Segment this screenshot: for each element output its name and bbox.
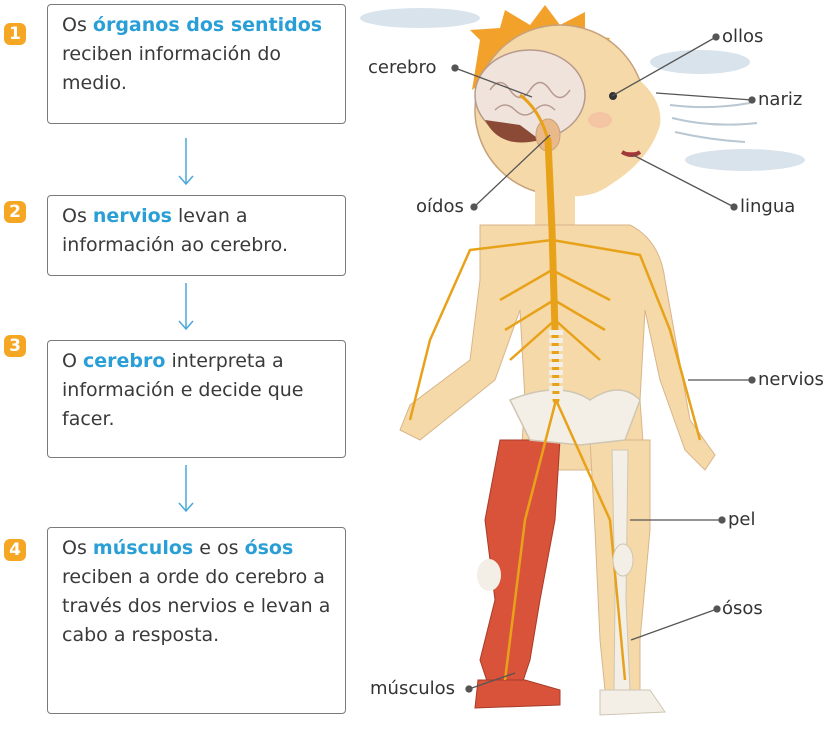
callout-dot (713, 605, 721, 613)
bone-foot (599, 689, 666, 716)
nerves (408, 238, 702, 681)
label-cerebro: cerebro (368, 57, 437, 78)
cloud (650, 50, 750, 74)
callout-dot (465, 685, 473, 693)
callout-line (630, 608, 718, 641)
step-number-badge: 2 (4, 201, 26, 223)
step-number-badge: 1 (4, 23, 26, 45)
step-box: O cerebro interpreta a información e dec… (47, 340, 346, 458)
knee-bone (477, 559, 501, 591)
down-arrow-icon (178, 465, 194, 513)
pelvis (508, 389, 641, 446)
step-text: interpreta a información e decide que fa… (62, 350, 304, 430)
face (560, 60, 661, 197)
callout-line (468, 672, 516, 690)
callout-line (473, 134, 551, 208)
label-nervios: nervios (758, 369, 824, 390)
down-arrow-icon (178, 283, 194, 331)
label-ollos: ollos (722, 26, 764, 47)
callout-line (632, 154, 735, 208)
label-musculos: músculos (370, 678, 456, 699)
step-box: Os nervios levan a información ao cerebr… (47, 195, 346, 276)
knee-bone (612, 543, 634, 577)
callout-dot (470, 203, 478, 211)
cheek (588, 112, 612, 128)
callout-dot (718, 516, 726, 524)
step-box: Os órganos dos sentidos reciben informac… (47, 4, 346, 124)
mouth (620, 150, 642, 157)
neck (535, 185, 575, 225)
step-text: Os (62, 537, 93, 559)
callout-dot (748, 96, 756, 104)
brain-folds (489, 81, 571, 116)
down-arrow-icon (178, 138, 194, 186)
step-text: O (62, 350, 83, 372)
step-highlight: nervios (92, 205, 172, 227)
step-text: Os (62, 14, 93, 36)
brain-nerve (519, 93, 550, 141)
step-number-badge: 3 (4, 335, 26, 357)
label-osos: ósos (722, 598, 763, 619)
step-text: levan a información ao cerebro. (62, 205, 289, 256)
cloud (360, 8, 480, 28)
callout-line (611, 36, 717, 97)
human-body-illustration (360, 5, 805, 716)
step-number-badge: 4 (4, 539, 26, 561)
step-text: reciben información do medio. (62, 43, 282, 94)
step-highlight: ósos (244, 537, 294, 559)
label-pel: pel (728, 509, 756, 530)
step-text: Os (62, 205, 93, 227)
cerebellum (485, 120, 540, 143)
step-text: reciben a orde do cerebro a través dos n… (62, 566, 331, 646)
callout-dot (748, 376, 756, 384)
step-text: e os (193, 537, 245, 559)
label-lingua: lingua (740, 196, 796, 217)
breath-lines (669, 102, 758, 143)
step-highlight: cerebro (83, 350, 166, 372)
step-highlight: órganos dos sentidos (92, 14, 323, 36)
callout-dot (712, 33, 720, 41)
callout-line (454, 67, 533, 98)
callout-dot (451, 64, 459, 72)
muscle-foot (474, 679, 561, 709)
step-highlight: músculos (92, 537, 194, 559)
callout-line (655, 92, 753, 101)
step-box: Os músculos e os ósos reciben a orde do … (47, 527, 346, 714)
cloud (685, 149, 805, 171)
label-oidos: oídos (416, 196, 464, 217)
label-nariz: nariz (758, 89, 803, 110)
callout-dot (730, 203, 738, 211)
